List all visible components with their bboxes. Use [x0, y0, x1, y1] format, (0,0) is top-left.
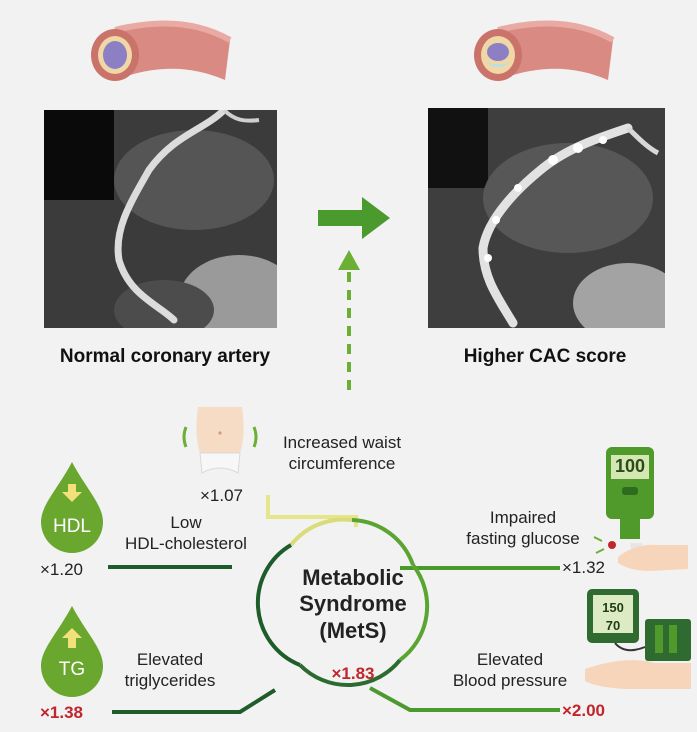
mets-title: Metabolic Syndrome (MetS)	[248, 565, 458, 644]
bp-multiplier: ×2.00	[562, 701, 606, 720]
caption-normal: Normal coronary artery	[59, 346, 271, 367]
tg-label: Elevated triglycerides	[100, 650, 240, 691]
waist-label-line1: Increased waist	[282, 433, 402, 452]
glucose-multiplier: ×1.32	[562, 558, 606, 577]
hdl-label-line2: HDL-cholesterol	[125, 533, 247, 553]
hdl-icon-text: HDL	[52, 516, 91, 537]
bp-diastolic: 70	[605, 618, 621, 633]
caption-high-cac: Higher CAC score	[463, 346, 627, 367]
glucose-label-line2: fasting glucose	[466, 528, 580, 548]
bp-systolic: 150	[602, 600, 624, 615]
glucose-meter-value: 100	[614, 456, 646, 476]
blood-pressure-monitor-icon	[585, 589, 691, 689]
tg-label-line1: Elevated	[136, 650, 204, 669]
hdl-label: Low HDL-cholesterol	[106, 513, 266, 554]
tg-label-line2: triglycerides	[124, 670, 216, 690]
mets-title-line2: Syndrome	[299, 591, 407, 617]
mets-title-line3: (MetS)	[319, 617, 387, 643]
tg-drop-icon	[41, 606, 103, 697]
waist-label-line2: circumference	[288, 453, 396, 473]
glucose-label-line1: Impaired	[489, 508, 557, 527]
bp-label: Elevated Blood pressure	[435, 650, 585, 691]
mets-title-line1: Metabolic	[302, 565, 404, 590]
hdl-multiplier: ×1.20	[40, 560, 84, 579]
ct-image-normal	[44, 110, 277, 328]
waist-label: Increased waist circumference	[262, 433, 422, 474]
bp-label-line1: Elevated	[476, 650, 544, 669]
mets-multiplier: ×1.83	[331, 664, 375, 683]
waist-icon	[182, 407, 258, 474]
glucose-label: Impaired fasting glucose	[438, 508, 608, 549]
normal-vessel-illustration	[91, 20, 232, 81]
ct-image-high-cac	[428, 108, 665, 328]
waist-multiplier: ×1.07	[200, 486, 244, 505]
calcified-vessel-illustration	[474, 20, 615, 81]
tg-multiplier: ×1.38	[40, 703, 84, 722]
progression-arrow	[318, 197, 390, 239]
bp-label-line2: Blood pressure	[452, 670, 568, 690]
hdl-label-line1: Low	[170, 513, 202, 532]
tg-icon-text: TG	[58, 659, 86, 680]
hdl-drop-icon	[41, 462, 103, 553]
glucose-meter-icon	[593, 447, 688, 571]
